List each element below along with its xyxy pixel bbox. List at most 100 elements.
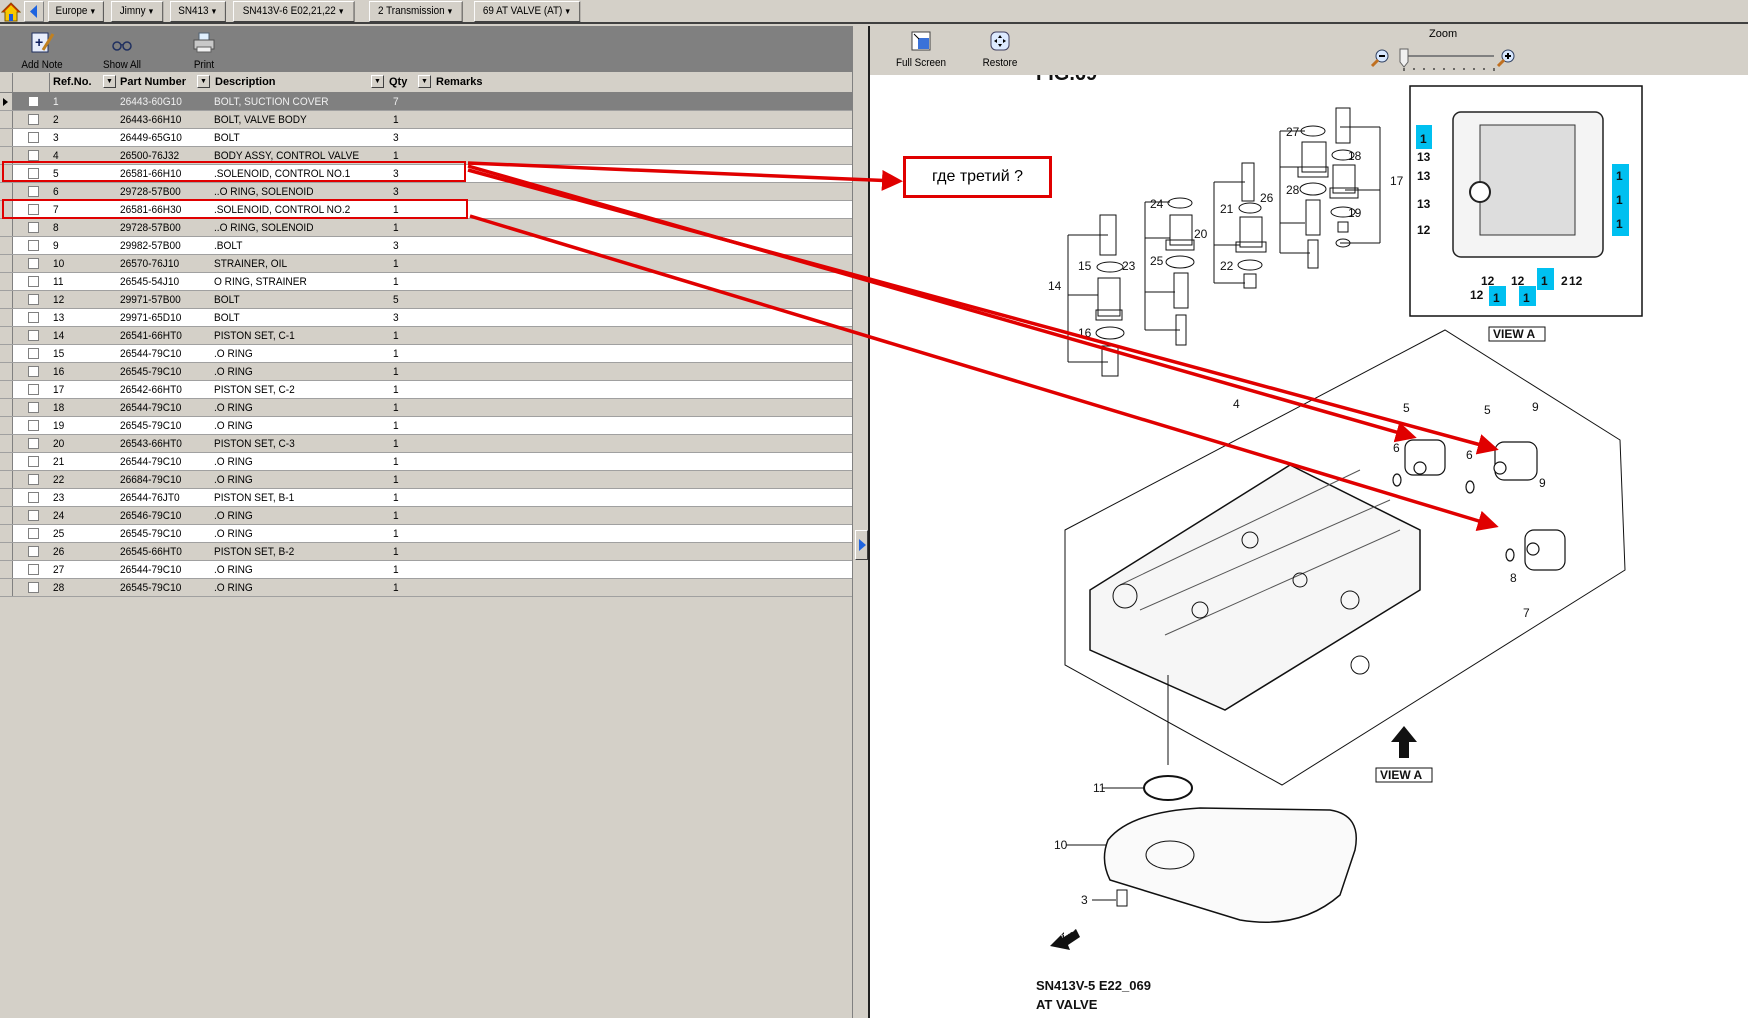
breadcrumb-group[interactable]: 2 Transmission▼ [369,1,463,22]
row-checkbox[interactable] [28,276,39,287]
breadcrumb-series[interactable]: SN413▼ [170,1,226,22]
row-checkbox[interactable] [28,150,39,161]
row-selector[interactable] [0,327,13,344]
row-selector[interactable] [0,543,13,560]
show-all-button[interactable]: Show All [92,30,152,71]
row-selector[interactable] [0,363,13,380]
full-screen-button[interactable]: Full Screen [890,30,952,69]
row-selector[interactable] [0,345,13,362]
row-selector[interactable] [0,579,13,596]
row-checkbox[interactable] [28,114,39,125]
row-selector[interactable] [0,165,13,182]
row-selector[interactable] [0,417,13,434]
description-filter-dropdown[interactable]: ▼ [371,75,384,88]
row-checkbox[interactable] [28,366,39,377]
part-number-filter-dropdown[interactable]: ▼ [197,75,210,88]
row-selector[interactable] [0,507,13,524]
row-checkbox[interactable] [28,492,39,503]
collapse-panel-button[interactable] [855,530,868,560]
row-checkbox[interactable] [28,204,39,215]
column-header-description[interactable]: Description [215,76,276,88]
breadcrumb-region[interactable]: Europe▼ [48,1,104,22]
row-checkbox[interactable] [28,546,39,557]
row-checkbox[interactable] [28,168,39,179]
column-header-ref[interactable]: Ref.No. [53,76,92,88]
row-checkbox[interactable] [28,438,39,449]
row-checkbox[interactable] [28,186,39,197]
column-header-part-number[interactable]: Part Number [120,76,187,88]
zoom-out-icon[interactable] [1370,49,1389,68]
row-selector[interactable] [0,525,13,542]
breadcrumb-figure[interactable]: 69 AT VALVE (AT)▼ [474,1,581,22]
row-checkbox[interactable] [28,132,39,143]
row-checkbox[interactable] [28,384,39,395]
row-selector[interactable] [0,237,13,254]
row-selector[interactable] [0,273,13,290]
row-selector[interactable] [0,129,13,146]
row-checkbox[interactable] [28,240,39,251]
row-checkbox[interactable] [28,330,39,341]
home-button[interactable] [0,1,22,22]
row-selector[interactable] [0,561,13,578]
breadcrumb-variant[interactable]: SN413V-6 E02,21,22▼ [233,1,355,22]
zoom-in-icon[interactable] [1496,49,1515,68]
row-selector[interactable] [0,147,13,164]
row-selector[interactable] [0,381,13,398]
panel-splitter[interactable] [852,26,868,1018]
parts-diagram[interactable]: FIG.69 [870,75,1748,1018]
row-selector[interactable] [0,453,13,470]
row-checkbox[interactable] [28,528,39,539]
row-selector[interactable] [0,255,13,272]
column-header-remarks[interactable]: Remarks [436,76,483,88]
row-checkbox[interactable] [28,258,39,269]
row-checkbox[interactable] [28,294,39,305]
row-checkbox[interactable] [28,564,39,575]
restore-button[interactable]: Restore [978,30,1022,69]
breadcrumb-model[interactable]: Jimny▼ [111,1,164,22]
zoom-slider-thumb[interactable] [1399,48,1409,68]
zoom-slider[interactable] [1368,48,1518,74]
qty-filter-dropdown[interactable]: ▼ [418,75,431,88]
print-button[interactable]: Print [186,30,222,71]
back-button[interactable] [24,1,44,22]
row-selector[interactable] [0,183,13,200]
row-selector[interactable] [0,291,13,308]
column-header-qty[interactable]: Qty [389,76,408,88]
row-checkbox[interactable] [28,312,39,323]
row-checkbox[interactable] [28,582,39,593]
row-checkbox[interactable] [28,348,39,359]
row-selector[interactable] [0,111,13,128]
row-selector[interactable] [0,219,13,236]
row-checkbox[interactable] [28,420,39,431]
row-selector[interactable] [0,489,13,506]
row-selector[interactable] [0,399,13,416]
row-selector[interactable] [0,201,13,218]
